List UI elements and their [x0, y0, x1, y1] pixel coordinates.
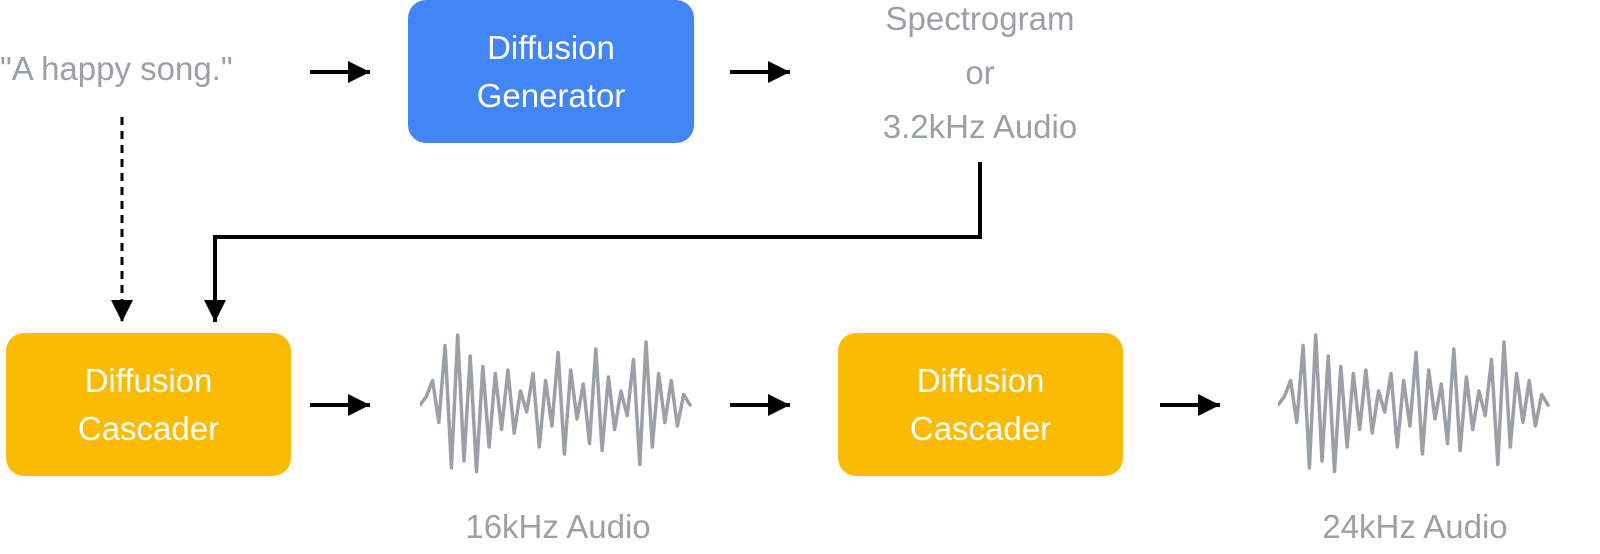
generator-label-line1: Diffusion [487, 28, 615, 66]
cascader-2-label-line1: Diffusion [916, 361, 1045, 399]
diffusion-generator-block: Diffusion Generator [408, 0, 694, 143]
connector-layer [111, 61, 1220, 416]
waveform-icon [420, 333, 692, 474]
arrow-intermediate-to-cascader [204, 162, 982, 322]
intermediate-line-or: or [965, 54, 995, 91]
diffusion-cascader-block-1: Diffusion Cascader [6, 333, 291, 476]
cascader-1-label-line1: Diffusion [84, 361, 213, 399]
intermediate-line-spectrogram: Spectrogram [885, 0, 1075, 37]
intermediate-line-audio: 3.2kHz Audio [882, 108, 1078, 145]
cascader-1-label-line2: Cascader [77, 409, 220, 447]
prompt-text: "A happy song." [0, 50, 233, 87]
diffusion-cascader-block-2: Diffusion Cascader [838, 333, 1123, 476]
output-24khz-label: 24kHz Audio [1322, 508, 1508, 545]
generator-label-line2: Generator [476, 76, 626, 114]
waveform-icon [1278, 333, 1550, 474]
cascader-2-label-line2: Cascader [909, 409, 1052, 447]
intermediate-representation: Spectrogram or 3.2kHz Audio [830, 0, 1130, 154]
output-16khz-label: 16kHz Audio [465, 508, 651, 545]
